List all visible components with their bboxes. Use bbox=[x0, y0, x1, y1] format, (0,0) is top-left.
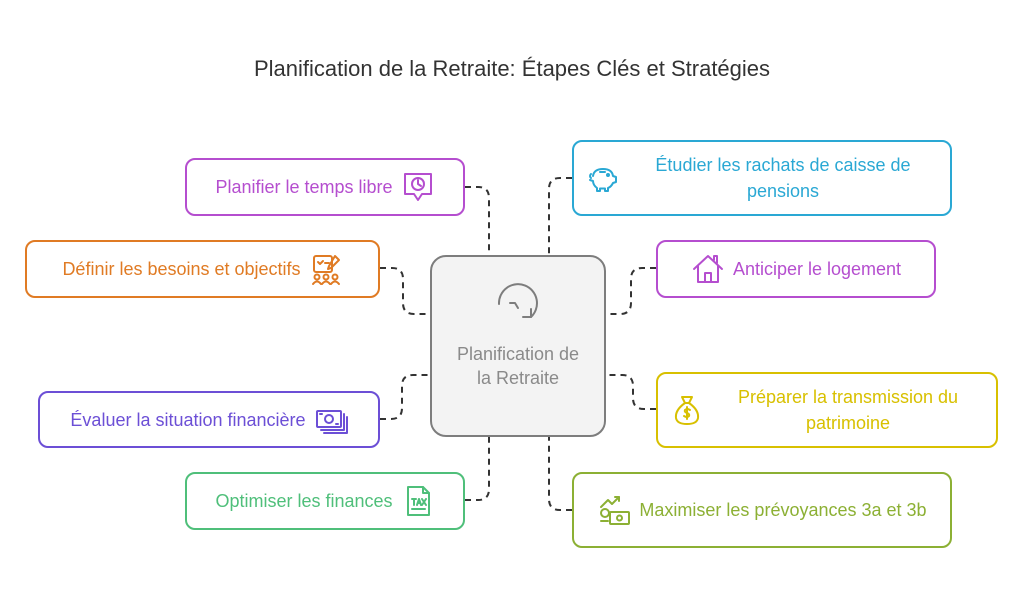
node-maximiser-prevoyances: Maximiser les prévoyances 3a et 3b bbox=[572, 472, 952, 548]
node-anticiper-logement: Anticiper le logement bbox=[656, 240, 936, 298]
connector-temps-libre bbox=[465, 186, 490, 255]
connector-transmission bbox=[606, 374, 656, 410]
node-label: Maximiser les prévoyances 3a et 3b bbox=[639, 500, 927, 520]
center-node: Planification de la Retraite bbox=[430, 255, 606, 437]
piggy-bank-icon bbox=[586, 161, 620, 195]
node-label: Étudier les rachats de caisse de pension… bbox=[655, 155, 911, 201]
connector-logement bbox=[606, 267, 656, 315]
tax-document-icon bbox=[401, 484, 435, 518]
node-etudier-rachats: Étudier les rachats de caisse de pension… bbox=[572, 140, 952, 216]
checklist-people-icon bbox=[309, 252, 343, 286]
node-label: Préparer la transmission du patrimoine bbox=[737, 387, 959, 433]
node-label: Planifier le temps libre bbox=[215, 177, 393, 197]
node-label: Évaluer la situation financière bbox=[70, 409, 306, 430]
connector-situation bbox=[380, 374, 430, 420]
connector-rachats bbox=[548, 177, 572, 255]
money-growth-icon bbox=[597, 493, 631, 527]
money-stack-icon bbox=[314, 403, 348, 437]
center-label: Planification de la Retraite bbox=[456, 344, 580, 388]
node-label: Anticiper le logement bbox=[732, 259, 902, 279]
node-definir-besoins: Définir les besoins et objectifs bbox=[25, 240, 380, 298]
diagram-title: Planification de la Retraite: Étapes Clé… bbox=[253, 56, 771, 81]
node-label: Optimiser les finances bbox=[215, 491, 393, 511]
money-bag-icon bbox=[670, 393, 704, 427]
node-label: Définir les besoins et objectifs bbox=[62, 259, 301, 279]
node-evaluer-situation: Évaluer la situation financière bbox=[38, 391, 380, 448]
node-optimiser-finances: Optimiser les finances bbox=[185, 472, 465, 530]
clock-location-icon bbox=[401, 170, 435, 204]
refresh-arrow-icon bbox=[493, 279, 543, 334]
connector-prevoyances bbox=[548, 437, 572, 511]
node-preparer-transmission: Préparer la transmission du patrimoine bbox=[656, 372, 998, 448]
node-planifier-temps-libre: Planifier le temps libre bbox=[185, 158, 465, 216]
connector-besoins bbox=[380, 267, 430, 315]
house-icon bbox=[691, 252, 725, 286]
connector-finances bbox=[465, 437, 490, 501]
